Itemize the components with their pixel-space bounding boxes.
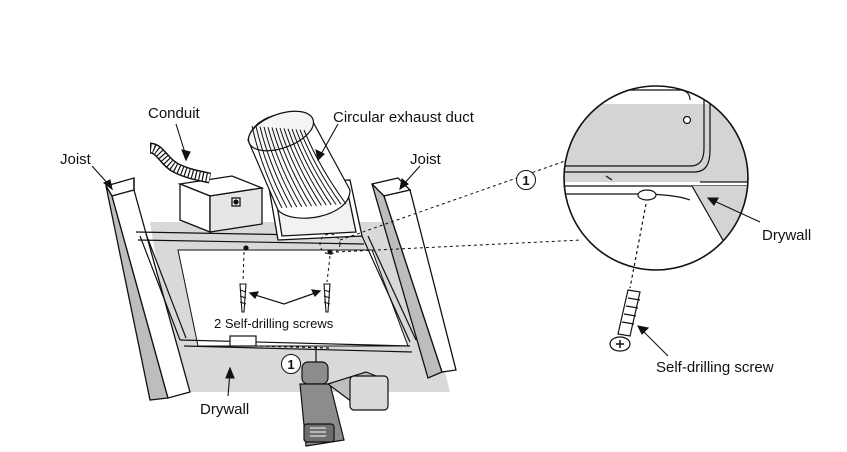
screw-detail-label: Self-drilling screw bbox=[656, 359, 774, 376]
duct-rib bbox=[271, 127, 308, 207]
step-marker-main: 1 bbox=[281, 354, 301, 374]
detail-view bbox=[563, 85, 749, 271]
screw-right-main bbox=[323, 283, 331, 313]
duct-rib bbox=[255, 126, 288, 208]
junction-box bbox=[177, 175, 265, 233]
duct-rib bbox=[275, 127, 312, 207]
duct-rib bbox=[283, 128, 322, 206]
right-joist bbox=[370, 177, 457, 379]
screw-left-main bbox=[239, 283, 247, 313]
screw-dashed-guides bbox=[242, 251, 331, 283]
joist-right-label: Joist bbox=[410, 151, 441, 168]
conduit-label: Conduit bbox=[148, 105, 200, 122]
conduit bbox=[149, 142, 212, 184]
detail-connector bbox=[319, 159, 583, 255]
power-drill bbox=[299, 346, 389, 447]
duct-rib bbox=[259, 126, 293, 208]
left-joist bbox=[105, 177, 191, 401]
screws-main-label: 2 Self-drilling screws bbox=[214, 316, 334, 331]
duct-rib bbox=[287, 128, 327, 206]
joist-left-label: Joist bbox=[60, 151, 91, 168]
duct-ribs bbox=[251, 125, 347, 209]
step-marker-detail: 1 bbox=[516, 170, 536, 190]
duct-rib bbox=[291, 128, 332, 206]
detail-leaders bbox=[637, 197, 761, 357]
duct-label: Circular exhaust duct bbox=[333, 109, 474, 126]
duct-rib bbox=[295, 129, 337, 205]
duct-rib bbox=[263, 126, 298, 208]
duct-rib bbox=[299, 129, 342, 205]
mounting-frame bbox=[135, 231, 417, 353]
duct-rib bbox=[267, 127, 303, 208]
duct-rib bbox=[303, 129, 347, 205]
detail-screw bbox=[609, 203, 647, 352]
duct-rib bbox=[279, 128, 317, 207]
label-leaders bbox=[91, 123, 421, 397]
duct-rib bbox=[251, 125, 283, 209]
drywall-main-label: Drywall bbox=[200, 401, 250, 418]
screw-callout-arrows bbox=[248, 289, 322, 305]
drywall-detail-label: Drywall bbox=[762, 227, 812, 244]
